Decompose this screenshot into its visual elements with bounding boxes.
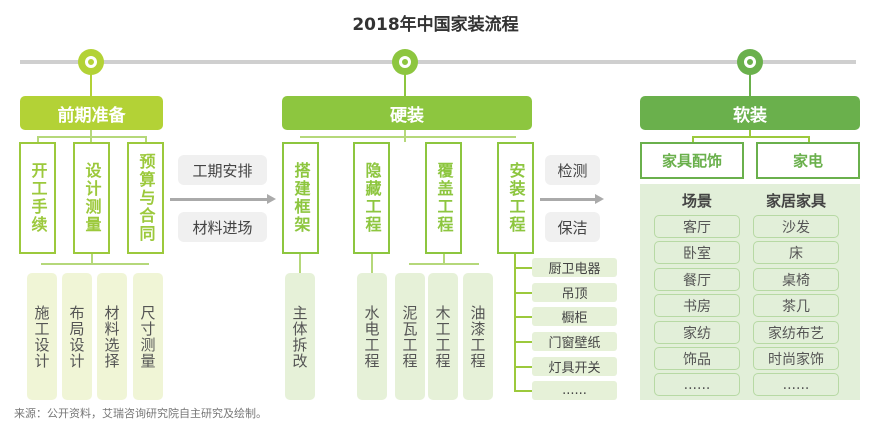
furniture-item: 家纺布艺 <box>753 321 839 344</box>
source-note: 来源：公开资料，艾瑞咨询研究院自主研究及绘制。 <box>14 407 267 420</box>
chart-title: 2018年中国家装流程 <box>352 15 519 35</box>
connector <box>90 130 92 142</box>
connector <box>514 267 532 269</box>
furniture-item: 桌椅 <box>753 268 839 291</box>
connector <box>443 254 445 264</box>
connector <box>808 136 810 142</box>
stem <box>90 70 92 96</box>
connector <box>371 254 373 273</box>
stem <box>749 70 751 96</box>
hard-sub: 安装工程 <box>497 142 534 254</box>
hard-leaf: 木工工程 <box>428 273 458 400</box>
stage-hard: 硬装 <box>282 96 532 130</box>
connector <box>514 254 516 391</box>
connector <box>409 263 479 265</box>
col-header: 家居家具 <box>765 192 826 210</box>
scene-item: 家纺 <box>654 321 740 344</box>
prep-leaf: 布局设计 <box>62 273 92 400</box>
stage-soft: 软装 <box>640 96 860 130</box>
scene-item: 书房 <box>654 294 740 317</box>
install-item: 吊顶 <box>532 283 617 302</box>
furniture-item: 床 <box>753 241 839 264</box>
hard-sub: 隐藏工程 <box>353 142 390 254</box>
prep-leaf: 尺寸测量 <box>133 273 163 400</box>
furniture-item: 沙发 <box>753 215 839 238</box>
hard-leaf: 水电工程 <box>357 273 387 400</box>
connector <box>692 136 810 138</box>
stage-prep: 前期准备 <box>20 96 163 130</box>
connector <box>514 390 532 392</box>
prep-leaf: 材料选择 <box>97 273 127 400</box>
connector <box>514 366 532 368</box>
connector <box>514 292 532 294</box>
connector <box>91 254 93 264</box>
soft-panel <box>640 184 860 400</box>
scene-item: 饰品 <box>654 347 740 370</box>
install-item: 橱柜 <box>532 307 617 326</box>
scene-item: 客厅 <box>654 215 740 238</box>
prep-sub: 设计测量 <box>73 142 110 254</box>
furniture-item: 时尚家饰 <box>753 347 839 370</box>
stem <box>404 70 406 96</box>
hard-leaf: 油漆工程 <box>463 273 493 400</box>
furniture-item: ...... <box>753 373 839 396</box>
connector <box>692 136 694 142</box>
hard-sub: 覆盖工程 <box>425 142 462 254</box>
hard-leaf: 主体拆改 <box>285 273 315 400</box>
connector <box>145 136 147 142</box>
install-item: 厨卫电器 <box>532 258 617 277</box>
install-item: ...... <box>532 381 617 400</box>
transition-label: 材料进场 <box>178 212 267 242</box>
scene-item: 卧室 <box>654 241 740 264</box>
scene-item: ...... <box>654 373 740 396</box>
transition-label: 工期安排 <box>178 155 267 185</box>
prep-leaf: 施工设计 <box>27 273 57 400</box>
arrow-icon <box>540 194 604 204</box>
connector <box>300 136 516 138</box>
prep-sub: 预算与合同 <box>127 142 164 254</box>
install-item: 灯具开关 <box>532 357 617 376</box>
connector <box>41 263 149 265</box>
connector <box>37 136 39 142</box>
connector <box>299 254 301 273</box>
prep-sub: 开工手续 <box>19 142 56 254</box>
soft-node-icon <box>737 49 763 75</box>
install-item: 门窗壁纸 <box>532 332 617 351</box>
connector <box>514 316 532 318</box>
arrow-icon <box>170 194 276 204</box>
connector <box>514 341 532 343</box>
soft-sub: 家电 <box>756 142 860 179</box>
timeline <box>20 60 856 64</box>
soft-sub: 家具配饰 <box>640 142 744 179</box>
transition-label: 保洁 <box>545 212 600 242</box>
furniture-item: 茶几 <box>753 294 839 317</box>
hard-sub: 搭建框架 <box>282 142 319 254</box>
col-header: 场景 <box>681 192 712 210</box>
connector <box>749 130 751 136</box>
transition-label: 检测 <box>545 155 600 185</box>
connector <box>404 130 406 142</box>
hard-leaf: 泥瓦工程 <box>395 273 425 400</box>
scene-item: 餐厅 <box>654 268 740 291</box>
